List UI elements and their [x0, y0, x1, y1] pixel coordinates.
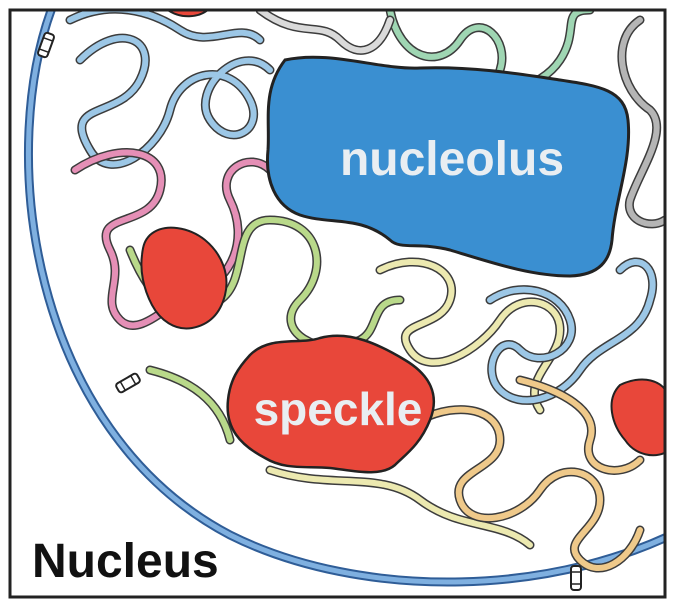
- nucleolus-body: [265, 55, 631, 278]
- speckle-right: [610, 378, 665, 457]
- nuclear-pore-icon: [37, 31, 55, 59]
- speckle-left: [140, 226, 228, 330]
- speckle-label: speckle: [254, 383, 423, 435]
- chromatin-strand-mint: [385, 10, 595, 93]
- nucleolus-label: nucleolus: [340, 133, 564, 186]
- chromatin: [65, 10, 665, 573]
- nuclear-pore-icon: [570, 565, 582, 591]
- chromatin-strand-lightblue: [485, 257, 658, 405]
- chromatin-strand-pink: [70, 148, 275, 330]
- chromatin-strand-orange: [415, 375, 645, 573]
- diagram-frame: [8, 8, 667, 599]
- nucleus-label: Nucleus: [32, 535, 219, 588]
- chromatin-strand-gray: [255, 10, 665, 229]
- nuclear-pore-icon: [115, 372, 141, 394]
- speckle-main: [226, 334, 436, 474]
- chromatin-strand-yellow: [265, 257, 565, 550]
- chromatin-strand-blue: [65, 10, 275, 169]
- nuclear-envelope: [24, 10, 665, 587]
